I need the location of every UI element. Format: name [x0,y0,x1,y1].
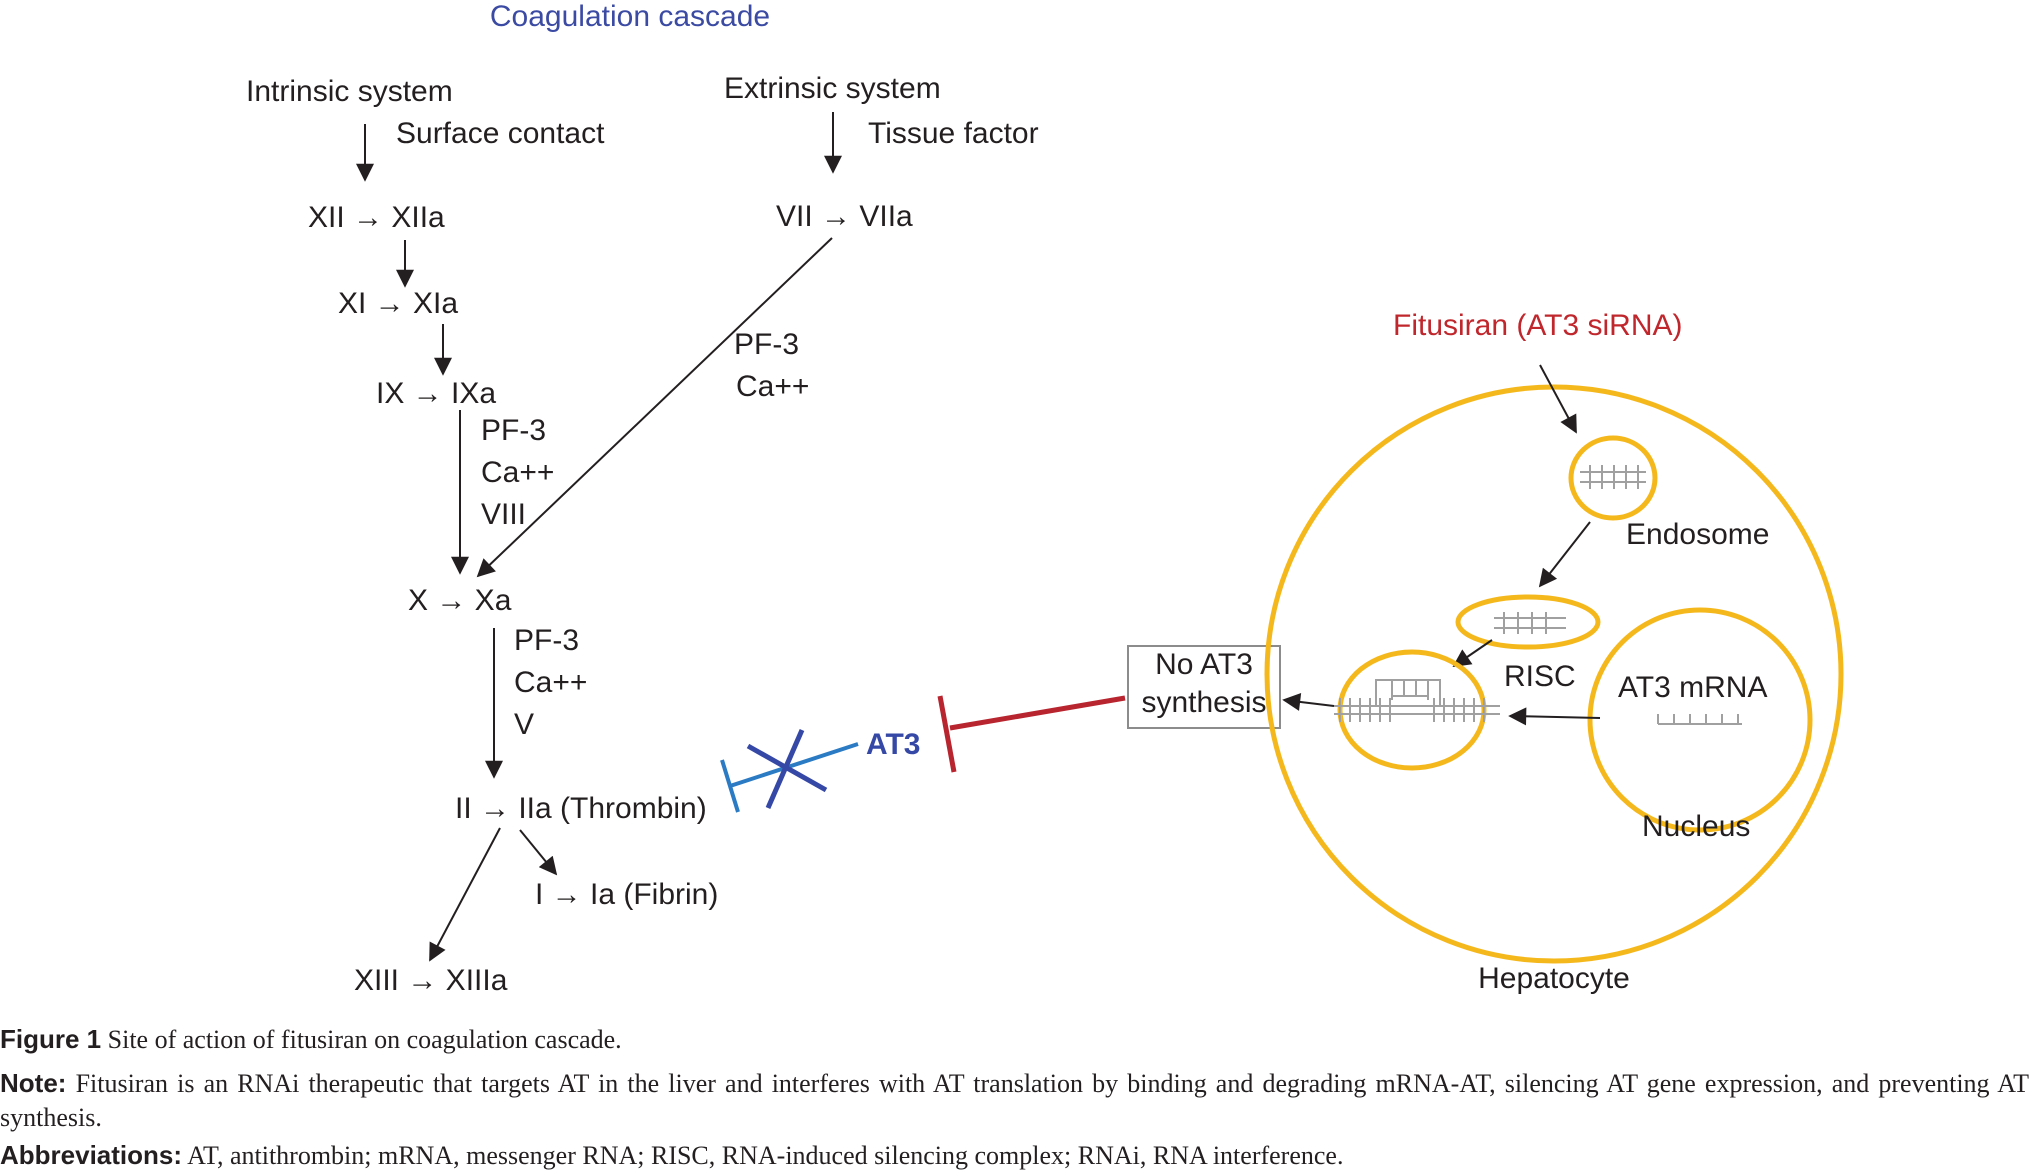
no-at3-line1: No AT3 [1155,648,1253,681]
cofactor-ca-c: Ca++ [514,666,587,699]
step-xi-xia: XI → XIa [338,287,458,320]
abbreviations-label: Abbreviations: [0,1140,183,1170]
risc-complex [1455,594,1601,650]
fitusiran-label: Fitusiran (AT3 siRNA) [1393,309,1682,342]
no-at3-synthesis-box [1127,645,1281,729]
abbreviations-text: AT, antithrombin; mRNA, messenger RNA; R… [187,1141,1344,1170]
at3-label: AT3 [866,728,920,761]
cofactor-viii: VIII [481,498,526,531]
extrinsic-system-label: Extrinsic system [724,72,941,105]
hepatocyte-cell [1264,384,1844,964]
silencing-complex [1337,649,1487,771]
cofactor-v: V [514,708,534,741]
blocked-cross-icon-stroke [765,729,805,809]
step-i-ia-fibrin: I → Ia (Fibrin) [535,878,718,911]
figure-diagram: Coagulation cascade Intrinsic system Sur… [246,0,1844,997]
arrow-thrombin-to-xiii [429,827,501,962]
arrow-viia-to-x [476,237,833,578]
sirna-strand-endosome [1580,465,1646,489]
step-ix-ixa: IX → IXa [376,377,496,410]
figure-label: Figure 1 [0,1024,102,1054]
arrow-complex-to-no-synthesis [1282,692,1335,711]
hepatocyte-label: Hepatocyte [1478,962,1630,995]
figure-abbreviations: Abbreviations: AT, antithrombin; mRNA, m… [0,1138,2029,1173]
no-at3-line2: synthesis [1141,686,1266,719]
coagulation-diagram: Coagulation cascade Intrinsic system Sur… [246,0,1844,997]
step-vii-viia: VII → VIIa [776,200,913,233]
nucleus-label: Nucleus [1642,810,1750,843]
arrow-risc-to-complex [1452,639,1493,668]
intrinsic-system-label: Intrinsic system [246,75,453,108]
at3-inhibition-bar [720,759,740,813]
at3-thrombin-inhibition-line [729,742,859,788]
tissue-factor-label: Tissue factor [868,117,1039,150]
diagram-title: Coagulation cascade [490,0,770,33]
arrow-fitusiran-to-endosome [1539,364,1577,434]
figure-caption: Figure 1 Site of action of fitusiran on … [0,1022,2029,1057]
mrna-strand [1657,714,1742,725]
nucleus [1587,607,1813,833]
at3-mrna-label: AT3 mRNA [1618,671,1767,704]
cofactor-pf3-a: PF-3 [481,414,546,447]
note-label: Note: [0,1068,67,1098]
arrow-endosome-to-risc [1538,521,1591,588]
no-at3-inhibition-bar [937,695,957,773]
cofactor-pf3-c: PF-3 [514,624,579,657]
cofactor-pf3-b: PF-3 [734,328,799,361]
endosome-label: Endosome [1626,518,1769,551]
arrow-nucleus-to-complex [1508,707,1601,726]
arrow-thrombin-to-fibrin [519,829,558,876]
mrna-degradation-strand [1334,679,1500,722]
step-x-xa: X → Xa [408,584,512,617]
no-at3-inhibition-line [949,695,1126,731]
note-text: Fitusiran is an RNAi therapeutic that ta… [0,1069,2029,1132]
cofactor-ca-a: Ca++ [481,456,554,489]
cofactor-ca-b: Ca++ [736,370,809,403]
figure-caption-text: Site of action of fitusiran on coagulati… [107,1025,622,1054]
risc-label: RISC [1504,660,1576,693]
surface-contact-label: Surface contact [396,117,605,150]
step-xiii-xiiia: XIII → XIIIa [354,964,508,997]
sirna-strand-risc [1494,612,1566,634]
step-xii-xiia: XII → XIIa [308,201,445,234]
step-ii-iia-thrombin: II → IIa (Thrombin) [455,792,707,825]
endosome [1568,435,1658,521]
figure-note: Note: Fitusiran is an RNAi therapeutic t… [0,1066,2029,1135]
